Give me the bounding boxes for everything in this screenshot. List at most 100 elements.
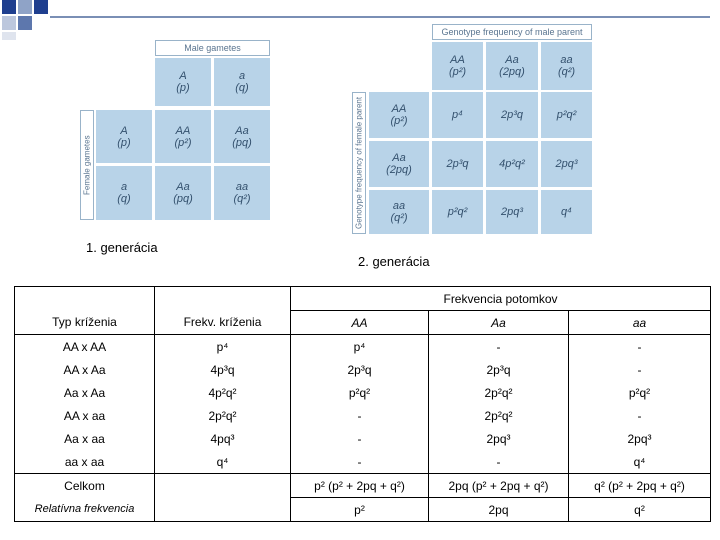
table-row: Aa x Aa 4p²q² p²q² 2p²q² p²q² (14, 381, 712, 404)
table-cell: - (290, 404, 429, 427)
table-cell: 2p³q (428, 358, 569, 381)
offspring-cell-Aa-1: Aa (pq) (214, 110, 270, 163)
generation-1-caption: 1. generácia (86, 240, 158, 255)
cell-top-text: AA (175, 124, 191, 137)
cell-top-text: Aa (176, 181, 190, 193)
decorative-squares (0, 0, 60, 40)
table-cell: 4p²q² (154, 381, 291, 404)
table-cell: p² (290, 497, 429, 522)
cell-bottom-text: (q) (235, 82, 249, 94)
cell-bottom-text: (p²) (174, 136, 192, 149)
offspring-frequency-header: Frekvencia potomkov (289, 286, 712, 311)
cell-bottom-text: (q²) (557, 66, 576, 78)
table-cell: q² (567, 497, 712, 522)
cell-bottom-text: (2pq) (386, 164, 412, 176)
table-cell: - (567, 334, 712, 358)
cross-cell: p⁴ (432, 92, 483, 138)
table-cell: q² (p² + 2pq + q²) (567, 473, 712, 498)
cross-cell: 4p²q² (486, 141, 538, 187)
table-cell: - (428, 334, 569, 358)
cross-cell: p²q² (541, 92, 592, 138)
cell-top-text: a (120, 181, 128, 193)
female-gamete-a: a (q) (96, 166, 152, 220)
table-cell: 2p²q² (428, 404, 569, 427)
female-gamete-A: A (p) (96, 110, 152, 163)
decorative-header-line (50, 16, 710, 18)
table-cell: Celkom (14, 473, 155, 498)
table-row: aa x aa q⁴ - - q⁴ (14, 450, 712, 474)
female-genotype-Aa: Aa (2pq) (369, 141, 429, 187)
column-header: Typ kríženia (14, 310, 155, 335)
female-gametes-header: Female gametes (80, 110, 94, 220)
cell-bottom-text: (pq) (173, 193, 193, 205)
cell-top-text: aa (560, 54, 573, 66)
table-cell: p² (p² + 2pq + q²) (290, 473, 429, 498)
table-total-row: Celkom p² (p² + 2pq + q²) 2pq (p² + 2pq … (14, 473, 712, 498)
table-cell: 2pq³ (428, 427, 569, 450)
column-header: aa (567, 310, 712, 335)
table-cell: aa x aa (14, 450, 155, 474)
table-cell: - (567, 404, 712, 427)
cell-bottom-text: (q) (117, 193, 131, 205)
offspring-frequency-table: Frekvencia potomkov Typ kríženia Frekv. … (14, 286, 712, 522)
offspring-cell-Aa-2: Aa (pq) (155, 166, 211, 220)
table-cell: - (567, 358, 712, 381)
table-cell: 2p³q (290, 358, 429, 381)
cell-bottom-text: (2pq) (499, 66, 525, 78)
table-row: AA x Aa 4p³q 2p³q 2p³q - (14, 358, 712, 381)
male-gamete-A: A (p) (155, 58, 211, 106)
table-cell: p²q² (290, 381, 429, 404)
female-genotype-header: Genotype frequency of female parent (352, 92, 366, 234)
offspring-cell-AA: AA (p²) (155, 110, 211, 163)
table-cell: p²q² (567, 381, 712, 404)
cross-cell: 2p³q (486, 92, 538, 138)
punnett-square-generation-1: Male gametes A (p) a (q) Female gametes … (80, 40, 270, 220)
table-cell: 4pq³ (154, 427, 291, 450)
cell-top-text: A (179, 70, 187, 82)
table-cell: - (290, 427, 429, 450)
male-gamete-a: a (q) (214, 58, 270, 106)
cross-cell: 2pq³ (486, 190, 538, 234)
table-cell: - (428, 450, 569, 474)
cross-cell: 2pq³ (541, 141, 592, 187)
cell-bottom-text: (q²) (233, 193, 251, 205)
cell-top-text: A (120, 124, 128, 137)
table-cell: Aa x Aa (14, 381, 155, 404)
cell-top-text: Aa (392, 152, 406, 164)
table-cell: q⁴ (154, 450, 291, 474)
male-genotype-header: Genotype frequency of male parent (432, 24, 592, 40)
table-cell: q⁴ (567, 450, 712, 474)
table-relative-row: Relatívna frekvencia p² 2pq q² (14, 497, 712, 522)
cell-bottom-text: (p) (117, 136, 131, 149)
cell-top-text: aa (392, 200, 406, 212)
cell-top-text: AA (450, 54, 465, 66)
cross-cell: p²q² (432, 190, 483, 234)
table-cell: AA x Aa (14, 358, 155, 381)
table-cell: Aa x aa (14, 427, 155, 450)
column-header: Aa (428, 310, 569, 335)
cell-bottom-text: (pq) (232, 136, 252, 149)
male-genotype-aa: aa (q²) (541, 42, 592, 90)
table-header-row: Typ kríženia Frekv. kríženia AA Aa aa (14, 310, 712, 335)
table-cell: 2pq (428, 497, 569, 522)
table-cell: - (290, 450, 429, 474)
table-row: Aa x aa 4pq³ - 2pq³ 2pq³ (14, 427, 712, 450)
table-cell: 2p²q² (154, 404, 291, 427)
female-genotype-AA: AA (p²) (369, 92, 429, 138)
cross-cell: 2p³q (432, 141, 483, 187)
cell-bottom-text: (q²) (390, 212, 408, 224)
table-cell: Relatívna frekvencia (14, 497, 155, 522)
cell-bottom-text: (p) (176, 82, 190, 94)
table-corner-cell (154, 286, 291, 311)
table-cell: p⁴ (290, 334, 429, 358)
punnett-square-generation-2: Genotype frequency of male parent AA (p²… (352, 24, 592, 234)
cross-cell: q⁴ (541, 190, 592, 234)
offspring-cell-aa: aa (q²) (214, 166, 270, 220)
table-corner-cell (14, 286, 155, 311)
cell-top-text: AA (391, 103, 407, 115)
table-row: AA x aa 2p²q² - 2p²q² - (14, 404, 712, 427)
column-header: AA (290, 310, 429, 335)
male-gametes-header: Male gametes (155, 40, 270, 56)
table-group-header-row: Frekvencia potomkov (14, 286, 712, 311)
cell-bottom-text: (p²) (390, 115, 408, 127)
